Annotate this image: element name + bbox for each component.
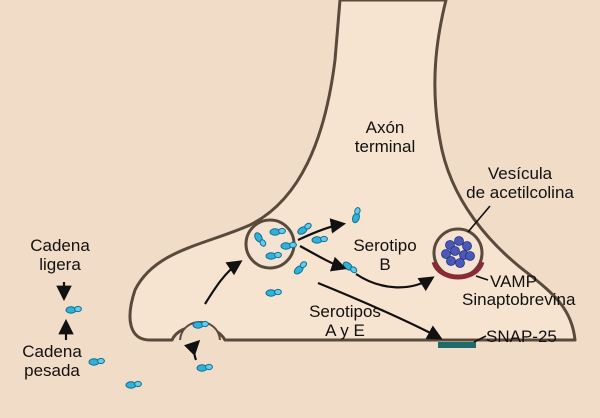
serotype-b-label: Serotipo B: [345, 236, 425, 274]
axon-terminal-label: Axón terminal: [345, 118, 425, 156]
serotype-b-line2: B: [345, 255, 425, 274]
snap25-label: SNAP-25: [486, 327, 557, 346]
vamp-label: VAMP: [490, 272, 537, 291]
heavy-chain-label: Cadena pesada: [12, 342, 92, 380]
serotypes-ae-label: Serotipos A y E: [300, 302, 390, 340]
serotypes-ae-line1: Serotipos: [300, 302, 390, 321]
light-chain-label: Cadena ligera: [20, 236, 100, 274]
light-chain-line2: ligera: [20, 255, 100, 274]
axon-label-line2: terminal: [345, 137, 425, 156]
vesicle-label-line2: de acetilcolina: [455, 183, 585, 202]
heavy-chain-line1: Cadena: [12, 342, 92, 361]
vesicle-label-line1: Vesícula: [455, 164, 585, 183]
light-chain-line1: Cadena: [20, 236, 100, 255]
serotypes-ae-line2: A y E: [300, 321, 390, 340]
vesicle-label: Vesícula de acetilcolina: [455, 164, 585, 202]
heavy-chain-line2: pesada: [12, 361, 92, 380]
serotype-b-line1: Serotipo: [345, 236, 425, 255]
snap25-protein: [438, 342, 476, 348]
axon-label-line1: Axón: [345, 118, 425, 137]
synaptobrevin-label: Sinaptobrevina: [462, 290, 575, 309]
